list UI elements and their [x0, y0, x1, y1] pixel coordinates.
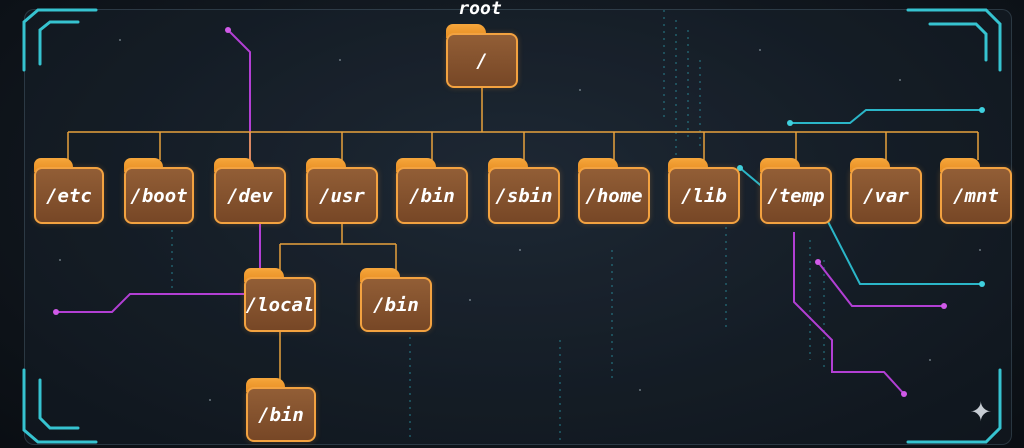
folder-label: /sbin [495, 184, 553, 207]
folder-etc[interactable]: /etc [34, 158, 104, 224]
folder-label: /etc [46, 184, 92, 207]
folder-label: /boot [130, 184, 188, 207]
folder-sbin[interactable]: /sbin [488, 158, 560, 224]
folder-dev[interactable]: /dev [214, 158, 286, 224]
folder-label: /temp [767, 184, 825, 207]
folder-home[interactable]: /home [578, 158, 650, 224]
folder-label: /dev [227, 184, 273, 207]
folder-lib[interactable]: /lib [668, 158, 740, 224]
folder-label: /bin [409, 184, 455, 207]
folder-mnt[interactable]: /mnt [940, 158, 1012, 224]
folder-label: /local [245, 293, 315, 316]
folder-label: /lib [681, 184, 727, 207]
folder-temp[interactable]: /temp [760, 158, 832, 224]
folder-label: /usr [319, 184, 365, 207]
sparkle-icon: ✦ [970, 389, 992, 430]
folder-usr[interactable]: /usr [306, 158, 378, 224]
folder-var[interactable]: /var [850, 158, 922, 224]
folder-usr-bin[interactable]: /bin [360, 268, 432, 332]
folder-label: /mnt [953, 184, 999, 207]
root-title: root [458, 0, 502, 19]
folder-root[interactable]: / [446, 24, 518, 88]
folder-usr-local-bin[interactable]: /bin [246, 378, 316, 442]
folder-usr-local[interactable]: /local [244, 268, 316, 332]
folder-label: / [476, 49, 488, 72]
folder-label: /bin [258, 403, 304, 426]
folder-label: /home [585, 184, 643, 207]
folder-bin[interactable]: /bin [396, 158, 468, 224]
folder-label: /bin [373, 293, 419, 316]
folder-label: /var [863, 184, 909, 207]
folder-boot[interactable]: /boot [124, 158, 194, 224]
